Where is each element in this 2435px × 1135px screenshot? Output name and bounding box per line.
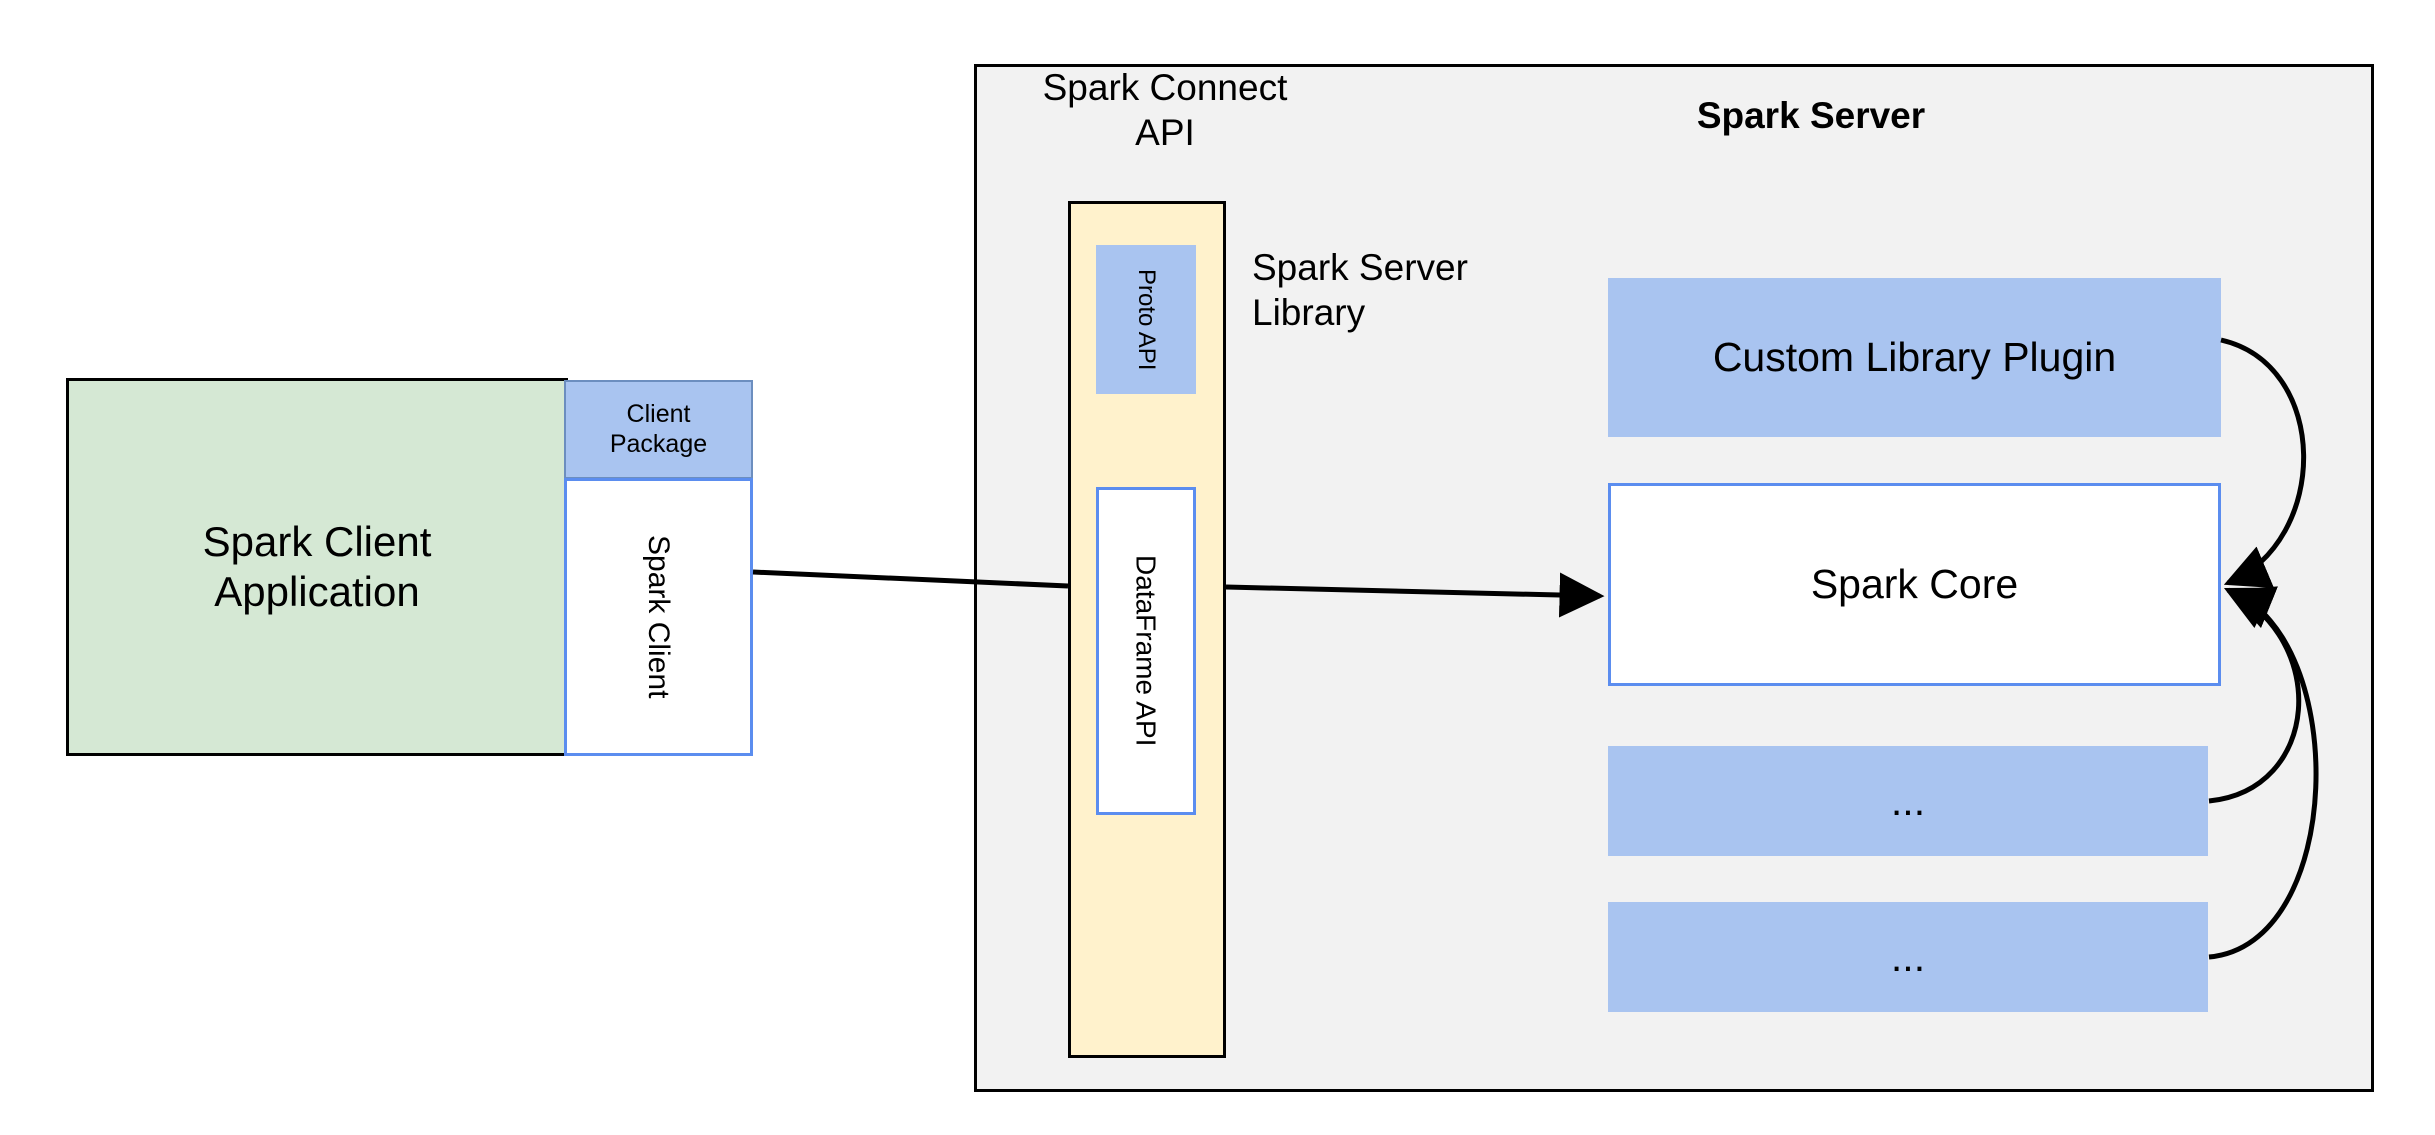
client-package-box[interactable]: Client Package: [564, 380, 753, 479]
spark-core-label: Spark Core: [1810, 561, 2019, 608]
placeholder-component-1-label: ...: [1890, 777, 1926, 824]
spark-client-application-line2: Application: [214, 568, 420, 615]
client-package-line1: Client: [626, 400, 691, 428]
spark-server-library-label: Spark Server Library: [1252, 245, 1542, 335]
spark-client-application-box[interactable]: Spark Client Application: [66, 378, 568, 756]
placeholder-component-1-box[interactable]: ...: [1608, 746, 2208, 856]
spark-client-label: Spark Client: [642, 535, 676, 699]
custom-library-plugin-box[interactable]: Custom Library Plugin: [1608, 278, 2221, 437]
proto-api-box[interactable]: Proto API: [1096, 245, 1196, 394]
dataframe-api-box[interactable]: DataFrame API: [1096, 487, 1196, 815]
spark-connect-api-line1: Spark Connect: [1042, 67, 1288, 108]
spark-connect-api-line2: API: [1135, 112, 1195, 154]
spark-connect-api-label: Spark Connect API: [1000, 65, 1330, 155]
spark-client-box[interactable]: Spark Client: [564, 478, 753, 756]
custom-library-plugin-label: Custom Library Plugin: [1712, 334, 2117, 381]
spark-client-application-label: Spark Client Application: [203, 517, 432, 616]
spark-server-library-line1: Spark Server: [1252, 247, 1468, 288]
proto-api-label: Proto API: [1133, 268, 1161, 371]
spark-server-title: Spark Server: [1696, 95, 1926, 136]
spark-client-application-line1: Spark Client: [202, 518, 432, 566]
client-package-label: Client Package: [610, 400, 707, 459]
spark-core-box[interactable]: Spark Core: [1608, 483, 2221, 686]
dataframe-api-label: DataFrame API: [1130, 555, 1162, 747]
placeholder-component-2-label: ...: [1890, 933, 1926, 980]
spark-server-library-line2: Library: [1252, 292, 1366, 334]
client-package-line2: Package: [609, 429, 708, 458]
placeholder-component-2-box[interactable]: ...: [1608, 902, 2208, 1012]
